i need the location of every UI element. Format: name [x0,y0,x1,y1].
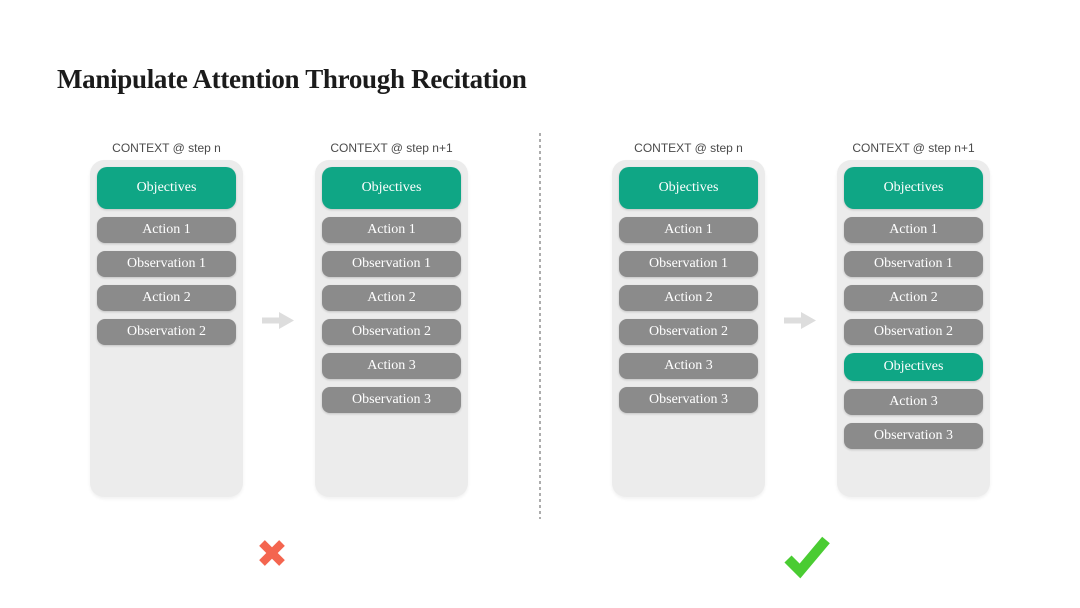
context-item-observation: Observation 3 [322,387,461,413]
context-column-step-n: CONTEXT @ step n Objectives Action 1 Obs… [90,141,243,497]
context-item-action: Action 3 [619,353,758,379]
context-item-observation: Observation 1 [844,251,983,277]
context-stack: Objectives Action 1 Observation 1 Action… [315,160,468,497]
context-item-action: Action 2 [322,285,461,311]
context-item-action: Action 2 [97,285,236,311]
context-item-observation: Observation 3 [844,423,983,449]
context-item-action: Action 1 [619,217,758,243]
context-stack: Objectives Action 1 Observation 1 Action… [90,160,243,497]
context-item-observation: Observation 1 [322,251,461,277]
context-item-observation: Observation 2 [322,319,461,345]
context-item-observation: Observation 2 [844,319,983,345]
context-column-step-n: CONTEXT @ step n Objectives Action 1 Obs… [612,141,765,497]
context-item-action: Action 3 [322,353,461,379]
context-item-observation: Observation 3 [619,387,758,413]
panel-divider [539,133,541,519]
context-item-action: Action 2 [619,285,758,311]
check-icon [784,536,830,579]
context-column-header: CONTEXT @ step n+1 [330,141,453,155]
context-item-observation: Observation 2 [619,319,758,345]
context-column-step-n-plus-1: CONTEXT @ step n+1 Objectives Action 1 O… [837,141,990,497]
context-item-action: Action 1 [844,217,983,243]
context-item-observation: Observation 2 [97,319,236,345]
context-stack: Objectives Action 1 Observation 1 Action… [837,160,990,497]
context-item-observation: Observation 1 [619,251,758,277]
right-arrow-icon [784,312,816,329]
context-item-observation: Observation 1 [97,251,236,277]
context-item-objectives: Objectives [844,167,983,209]
context-item-action: Action 2 [844,285,983,311]
context-column-header: CONTEXT @ step n [112,141,221,155]
cross-icon [259,540,285,566]
context-item-objectives: Objectives [97,167,236,209]
context-item-objectives: Objectives [322,167,461,209]
context-item-objectives: Objectives [619,167,758,209]
context-column-header: CONTEXT @ step n [634,141,743,155]
context-item-action: Action 1 [97,217,236,243]
context-stack: Objectives Action 1 Observation 1 Action… [612,160,765,497]
context-column-header: CONTEXT @ step n+1 [852,141,975,155]
right-arrow-icon [262,312,294,329]
slide-title: Manipulate Attention Through Recitation [57,64,527,95]
context-item-action: Action 3 [844,389,983,415]
context-item-objectives-recited: Objectives [844,353,983,381]
context-column-step-n-plus-1: CONTEXT @ step n+1 Objectives Action 1 O… [315,141,468,497]
context-item-action: Action 1 [322,217,461,243]
